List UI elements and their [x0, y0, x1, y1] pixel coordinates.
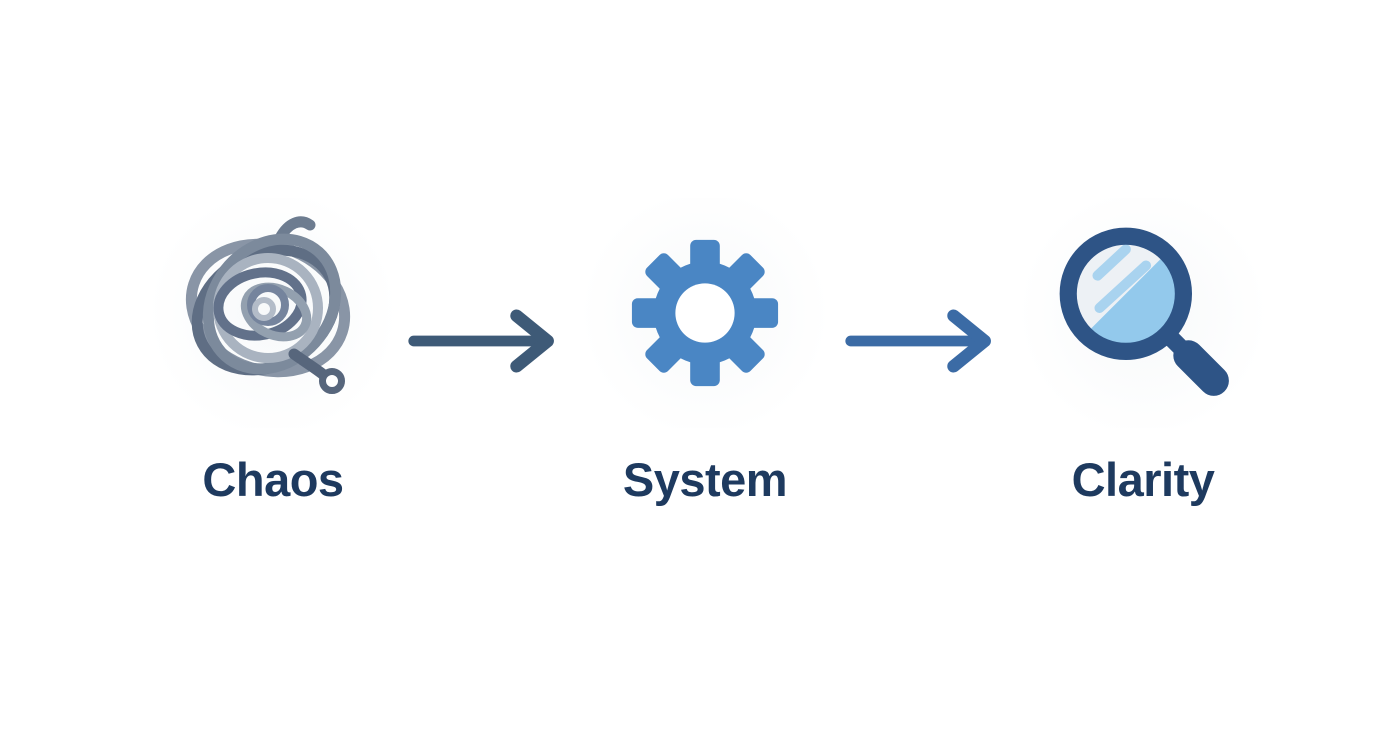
chaos-icon-box — [143, 198, 403, 428]
gear-icon — [631, 239, 779, 387]
tangled-scribble-icon — [185, 216, 351, 394]
arrow-right-icon — [845, 309, 991, 373]
connector-system-to-clarity — [841, 301, 1006, 381]
system-icon-box — [575, 198, 835, 428]
arrow-right-icon — [408, 309, 554, 373]
step-label-chaos: Chaos — [202, 453, 344, 506]
step-label-clarity: Clarity — [1071, 453, 1215, 506]
connector-chaos-to-system — [404, 301, 569, 381]
clarity-icon-box — [1013, 198, 1273, 428]
step-chaos: Chaos — [123, 198, 423, 506]
step-label-system: System — [622, 453, 788, 506]
magnifier-icon — [1059, 227, 1229, 396]
step-clarity: Clarity — [993, 198, 1293, 506]
step-system: System — [555, 198, 855, 506]
